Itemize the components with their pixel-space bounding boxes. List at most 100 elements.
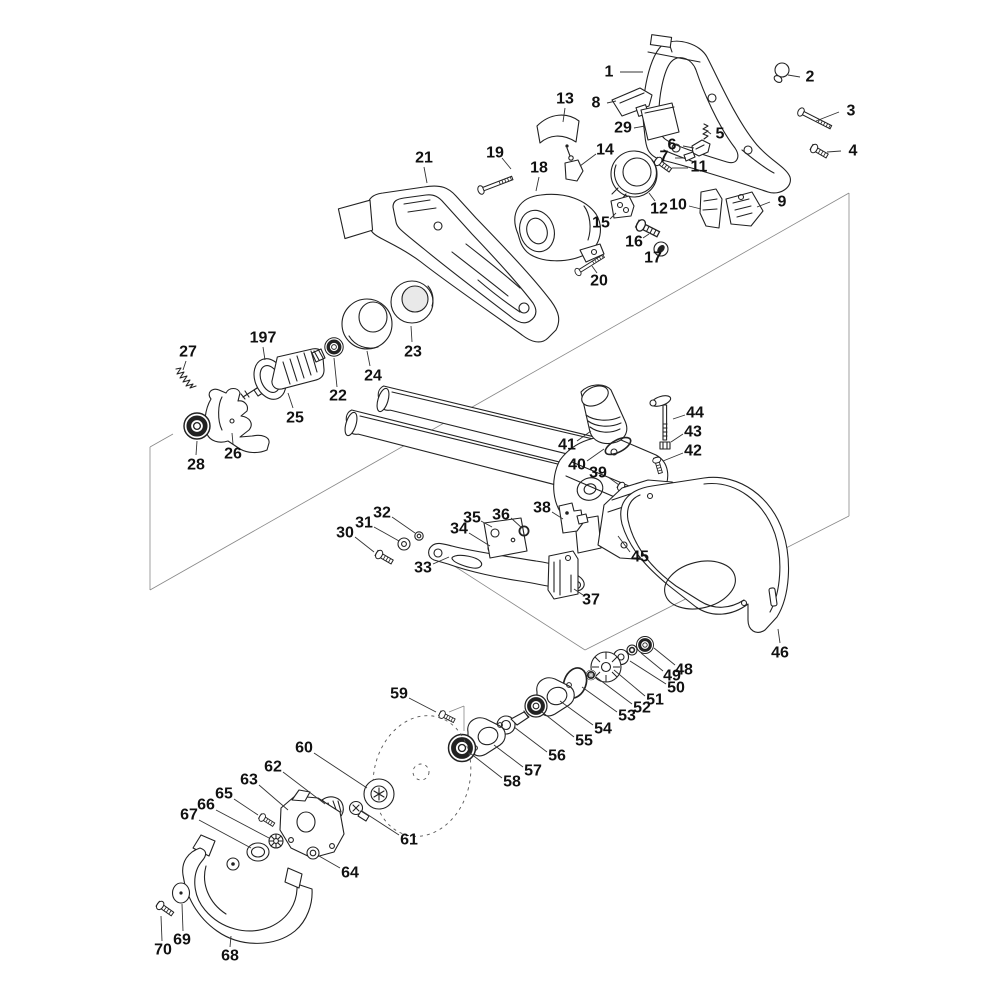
part-label-11: 11 (691, 159, 708, 176)
part-49-ring (626, 644, 638, 656)
part-14-lever (564, 144, 584, 182)
part-60-outer-flange (363, 778, 395, 810)
part-label-62: 62 (264, 759, 282, 776)
leader-24 (366, 350, 371, 367)
part-23-sleeve (390, 280, 434, 324)
part-label-7: 7 (660, 149, 669, 166)
part-19-screw (476, 173, 515, 196)
part-label-68: 68 (221, 948, 239, 965)
part-13-label-sheet (536, 114, 580, 144)
part-35-plate (483, 517, 528, 559)
leader-64 (318, 855, 341, 869)
part-label-12: 12 (650, 201, 668, 218)
part-33-arm (428, 542, 585, 592)
part-17-grommet (653, 241, 669, 257)
leader-57 (493, 744, 524, 768)
part-label-19: 19 (486, 145, 504, 162)
leader-68 (229, 935, 232, 948)
leader-67 (198, 819, 252, 849)
part-69-disc (171, 882, 191, 904)
part-label-42: 42 (684, 443, 702, 460)
part-label-17: 17 (644, 250, 662, 267)
part-label-50: 50 (667, 680, 685, 697)
part-label-57: 57 (524, 763, 542, 780)
part-27-spring (175, 367, 197, 389)
part-label-56: 56 (548, 748, 566, 765)
part-label-66: 66 (197, 797, 215, 814)
part-label-43: 43 (684, 424, 702, 441)
part-70-screw (154, 899, 176, 919)
leader-9 (756, 201, 771, 208)
part-label-58: 58 (503, 774, 521, 791)
part-24-ring (341, 298, 393, 350)
leader-58 (469, 752, 503, 779)
part-label-26: 26 (224, 446, 242, 463)
leader-14 (579, 153, 597, 167)
leader-35 (480, 520, 493, 528)
leader-59 (408, 697, 437, 713)
leader-197 (262, 346, 266, 361)
leader-29 (633, 125, 646, 129)
part-label-15: 15 (592, 215, 610, 232)
part-26-lever (204, 387, 270, 454)
part-label-63: 63 (240, 772, 258, 789)
part-label-46: 46 (771, 645, 789, 662)
part-label-34: 34 (450, 521, 468, 538)
part-63-cover-plate (279, 789, 345, 859)
part-21-housing-left (337, 185, 560, 343)
part-label-54: 54 (594, 721, 612, 738)
part-25-armature (240, 348, 326, 400)
part-64-nut (306, 846, 320, 860)
part-label-65: 65 (215, 786, 233, 803)
leader-6 (682, 145, 695, 149)
part-label-27: 27 (179, 344, 197, 361)
leader-39 (607, 476, 620, 486)
leader-42 (662, 452, 684, 462)
part-label-69: 69 (173, 932, 191, 949)
part-label-49: 49 (663, 668, 681, 685)
part-10-holder (699, 188, 723, 229)
leader-33 (432, 556, 450, 565)
leader-17 (658, 251, 661, 256)
part-label-33: 33 (414, 560, 432, 577)
part-5-spring (702, 123, 709, 140)
part-label-24: 24 (364, 368, 382, 385)
part-label-197: 197 (250, 330, 277, 347)
part-44-bolt (649, 395, 672, 441)
leader-46 (777, 628, 781, 644)
leader-2 (787, 74, 801, 78)
part-label-1: 1 (605, 64, 614, 81)
part-2-knob (773, 62, 790, 83)
part-38-bracket (558, 502, 602, 554)
part-label-31: 31 (355, 515, 373, 532)
part-label-32: 32 (373, 505, 391, 522)
part-59-screw (437, 709, 457, 725)
part-label-4: 4 (849, 143, 858, 160)
part-label-38: 38 (533, 500, 551, 517)
leader-54 (559, 700, 594, 726)
part-28-bearing (184, 413, 210, 439)
leader-61 (361, 810, 400, 836)
part-label-37: 37 (582, 592, 600, 609)
leader-69 (181, 903, 184, 932)
part-label-41: 41 (558, 437, 576, 454)
leader-18 (535, 176, 540, 192)
part-67-ring (246, 842, 270, 862)
part-label-59: 59 (390, 686, 408, 703)
part-label-9: 9 (778, 194, 787, 211)
part-label-5: 5 (716, 126, 725, 143)
part-label-3: 3 (847, 103, 856, 120)
leader-32 (391, 516, 416, 534)
leader-52 (595, 676, 633, 705)
part-label-20: 20 (590, 273, 608, 290)
part-31-washer (397, 537, 411, 551)
part-label-28: 28 (187, 457, 205, 474)
leader-41 (576, 430, 592, 442)
part-label-39: 39 (589, 465, 607, 482)
part-65-screw (257, 812, 277, 829)
part-label-48: 48 (675, 662, 693, 679)
part-46-blade-case (620, 476, 790, 633)
leader-31 (373, 526, 400, 542)
part-label-21: 21 (415, 150, 433, 167)
